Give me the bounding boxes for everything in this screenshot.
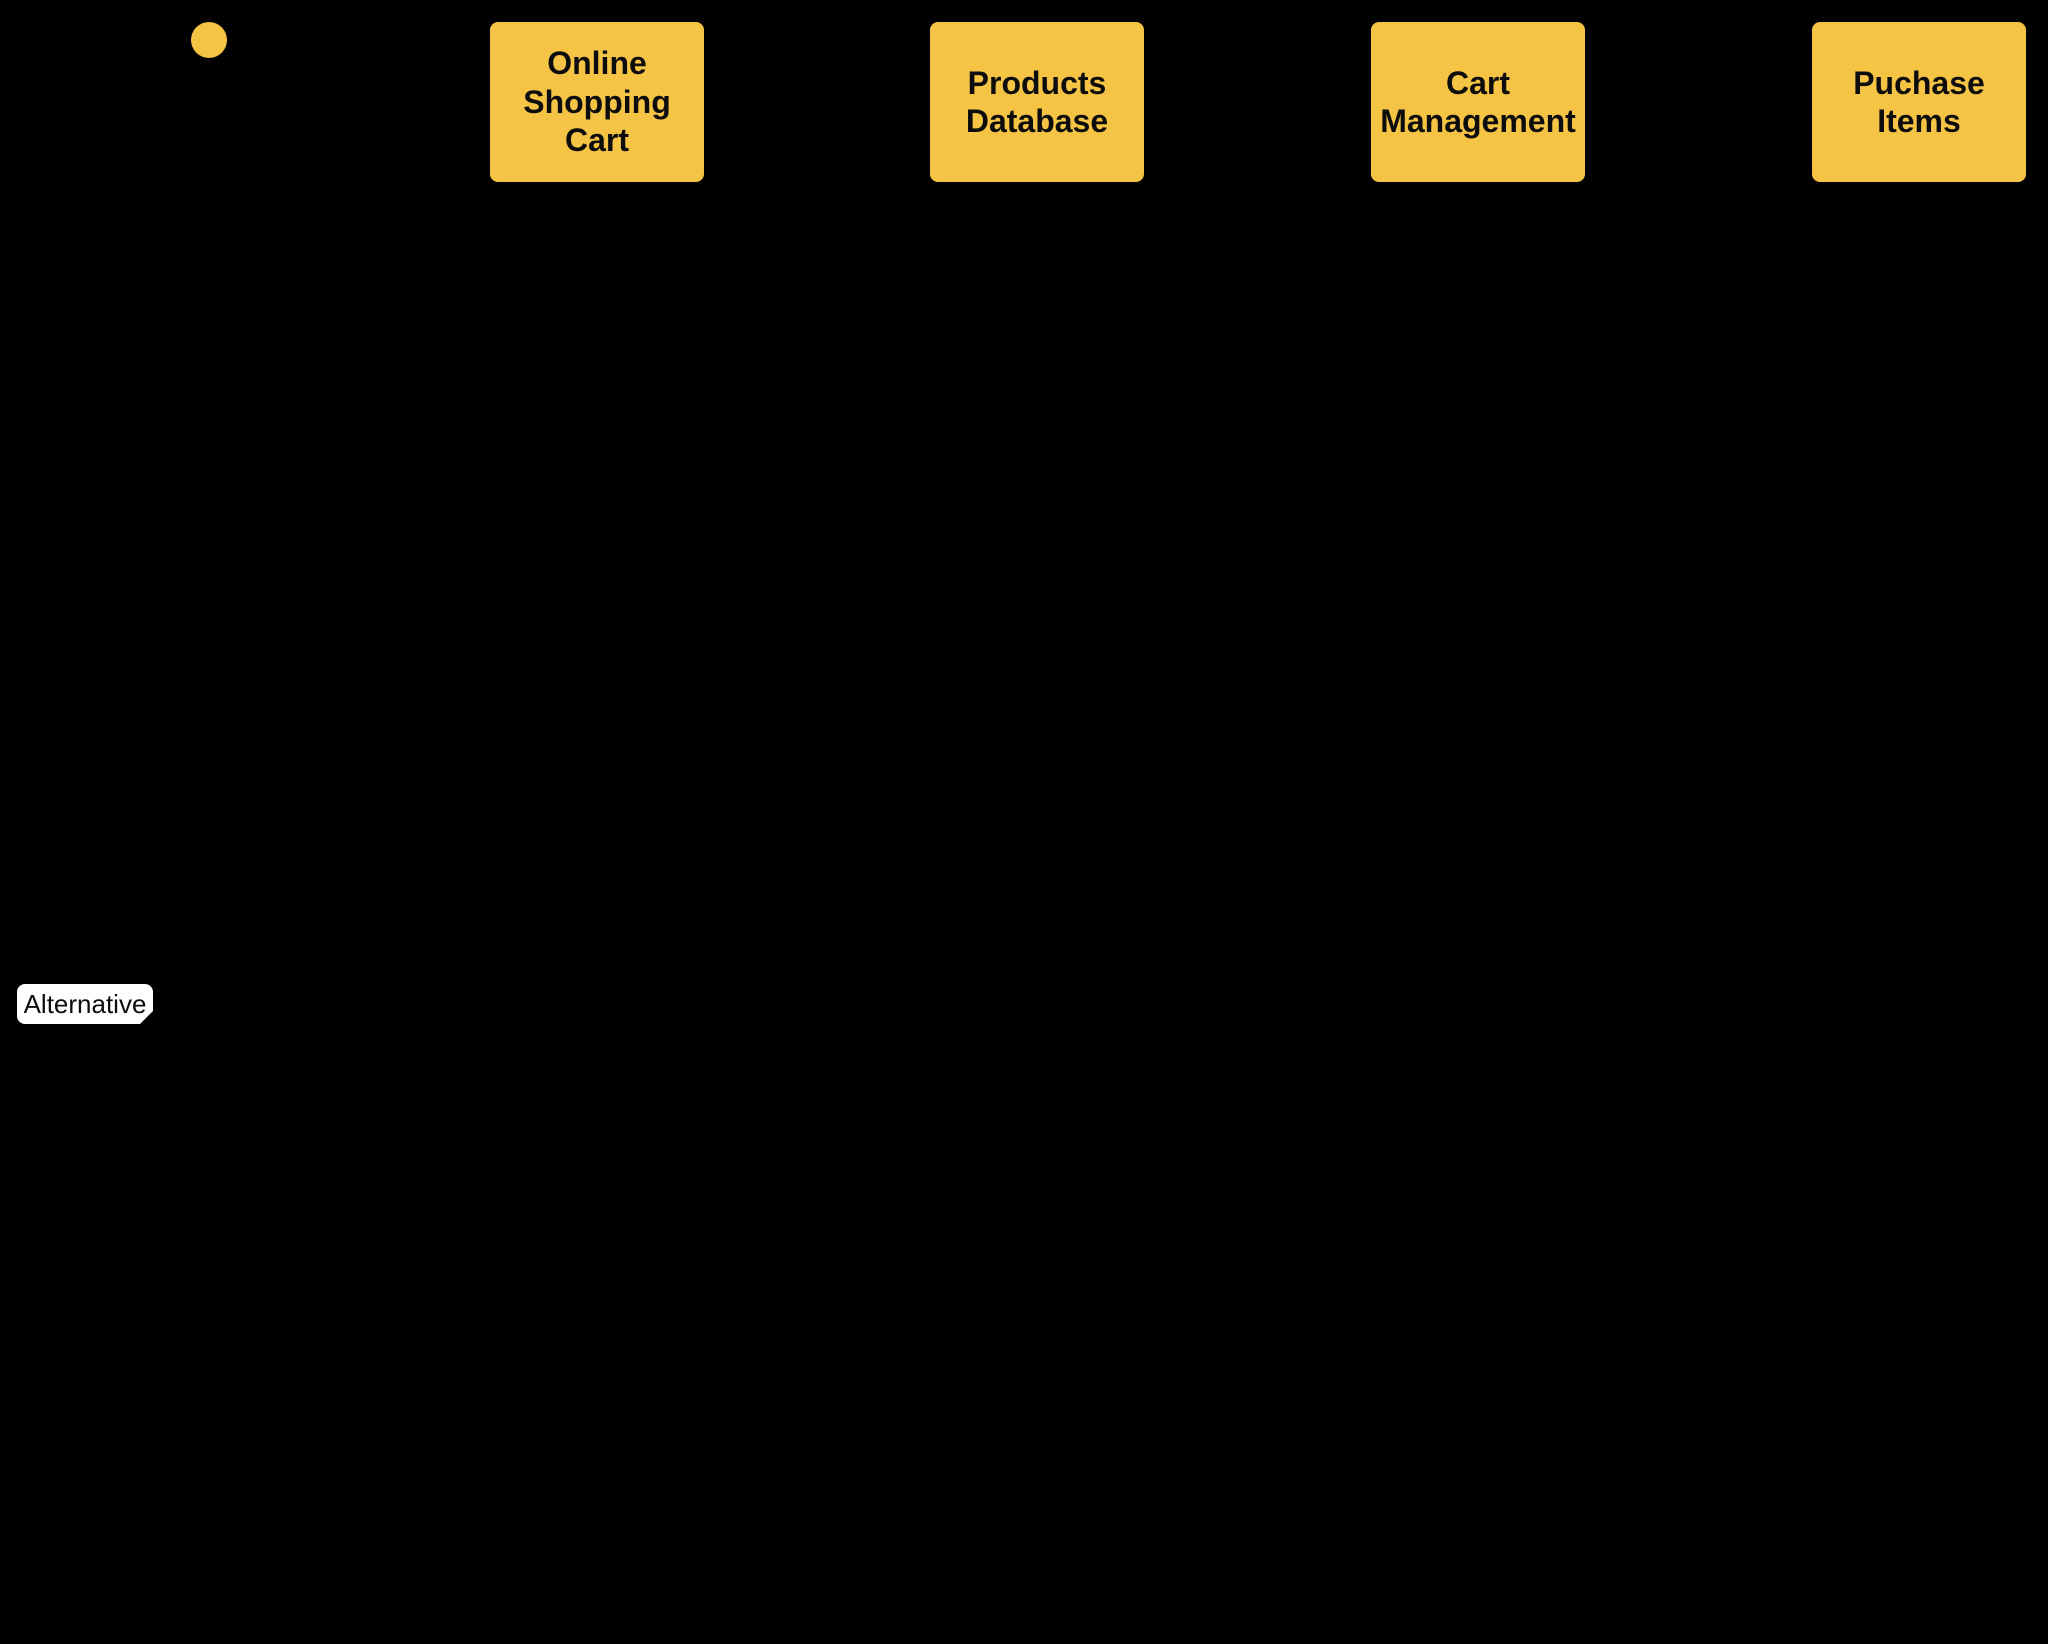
- participant-label: Online Shopping Cart: [523, 45, 671, 159]
- participant-label: Products Database: [965, 64, 1109, 139]
- alt-fragment-label: Alternative: [17, 984, 153, 1024]
- participant-box-cart-management: Cart Management: [1371, 22, 1585, 182]
- alt-fragment-label-text: Alternative: [23, 989, 147, 1019]
- participant-box-purchase-items: Puchase Items: [1812, 22, 2026, 182]
- participant-box-products-database: Products Database: [930, 22, 1144, 182]
- participant-label: Puchase Items: [1853, 64, 1985, 139]
- start-node-icon: [191, 22, 227, 58]
- participant-label: Cart Management: [1380, 64, 1576, 139]
- participant-box-online-shopping-cart: Online Shopping Cart: [490, 22, 704, 182]
